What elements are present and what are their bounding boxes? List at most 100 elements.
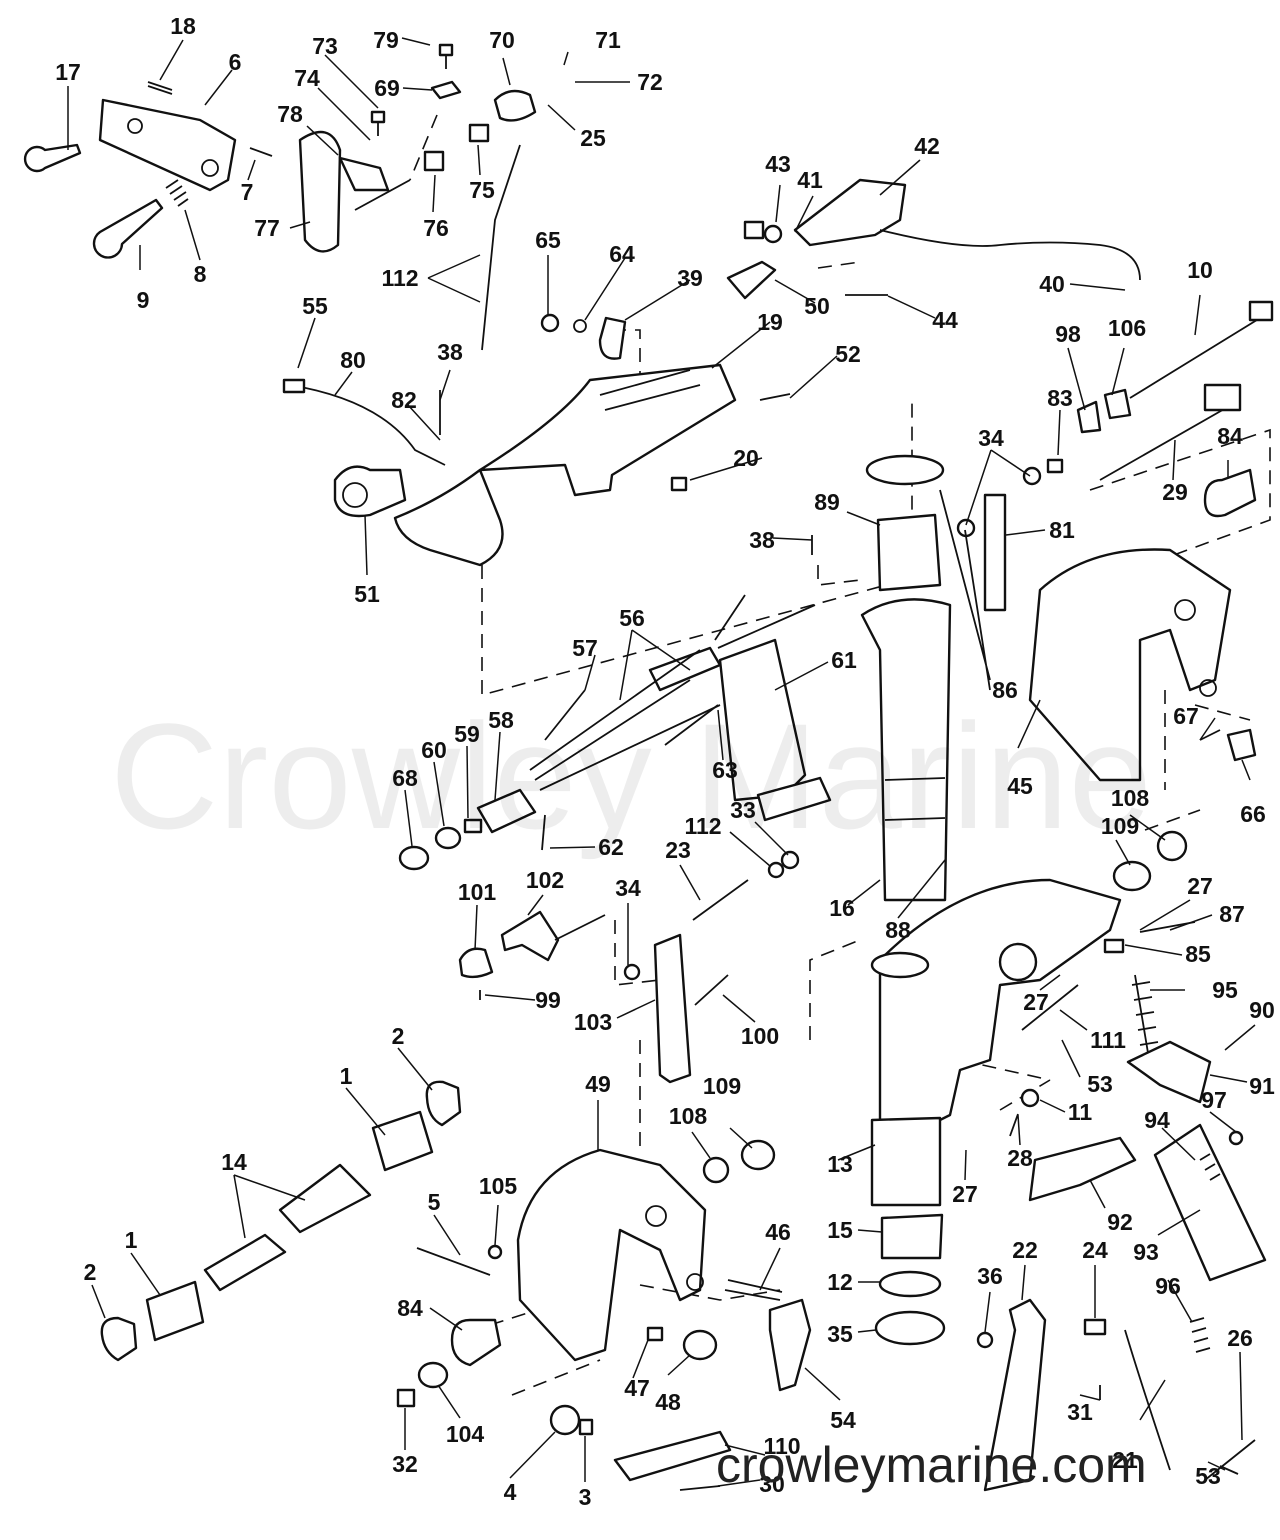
part-label-75: 75 (469, 177, 495, 203)
part-label-9: 9 (137, 287, 150, 313)
part-label-33: 33 (730, 797, 756, 823)
part-label-22: 22 (1012, 1237, 1038, 1263)
part-label-14: 14 (221, 1149, 247, 1175)
part-label-27: 27 (952, 1181, 978, 1207)
part-label-43: 43 (765, 151, 791, 177)
part-label-69: 69 (374, 75, 400, 101)
part-label-41: 41 (797, 167, 823, 193)
part-label-45: 45 (1007, 773, 1033, 799)
part-label-24: 24 (1082, 1237, 1108, 1263)
part-label-56: 56 (619, 605, 645, 631)
part-label-103: 103 (574, 1009, 612, 1035)
part-label-21: 21 (1112, 1447, 1138, 1473)
part-label-57: 57 (572, 635, 598, 661)
part-label-2: 2 (84, 1259, 97, 1285)
part-label-31: 31 (1067, 1399, 1093, 1425)
part-label-3: 3 (579, 1484, 592, 1510)
part-label-29: 29 (1162, 479, 1188, 505)
part-label-42: 42 (914, 133, 940, 159)
part-label-52: 52 (835, 341, 861, 367)
part-label-1: 1 (340, 1063, 353, 1089)
part-label-98: 98 (1055, 321, 1081, 347)
part-label-88: 88 (885, 917, 911, 943)
part-label-23: 23 (665, 837, 691, 863)
part-label-81: 81 (1049, 517, 1075, 543)
part-label-49: 49 (585, 1071, 611, 1097)
part-label-78: 78 (277, 101, 303, 127)
part-label-109: 109 (703, 1073, 741, 1099)
part-label-97: 97 (1201, 1087, 1227, 1113)
part-label-83: 83 (1047, 385, 1073, 411)
part-label-44: 44 (932, 307, 958, 333)
part-number-labels: 1 1 2 2 3 4 5 6 7 8 9 10 11 12 13 14 15 … (55, 13, 1275, 1510)
part-label-53: 53 (1195, 1463, 1221, 1489)
part-label-105: 105 (479, 1173, 518, 1199)
part-label-87: 87 (1219, 901, 1245, 927)
part-label-38: 38 (749, 527, 775, 553)
part-label-17: 17 (55, 59, 81, 85)
part-label-68: 68 (392, 765, 418, 791)
leader-lines (67, 37, 1256, 1487)
part-label-65: 65 (535, 227, 561, 253)
part-label-93: 93 (1133, 1239, 1159, 1265)
part-label-96: 96 (1155, 1273, 1181, 1299)
part-label-35: 35 (827, 1321, 853, 1347)
part-label-2: 2 (392, 1023, 405, 1049)
part-label-10: 10 (1187, 257, 1213, 283)
part-label-100: 100 (741, 1023, 779, 1049)
part-label-84: 84 (1217, 423, 1243, 449)
part-label-20: 20 (733, 445, 759, 471)
part-label-1: 1 (125, 1227, 138, 1253)
part-label-59: 59 (454, 721, 480, 747)
part-label-26: 26 (1227, 1325, 1253, 1351)
part-label-8: 8 (194, 261, 207, 287)
part-label-104: 104 (446, 1421, 485, 1447)
part-label-99: 99 (535, 987, 561, 1013)
part-label-50: 50 (804, 293, 830, 319)
part-label-108: 108 (1111, 785, 1150, 811)
part-label-111: 111 (1090, 1027, 1126, 1053)
part-label-18: 18 (170, 13, 196, 39)
part-label-53: 53 (1087, 1071, 1113, 1097)
part-label-73: 73 (312, 33, 338, 59)
part-label-12: 12 (827, 1269, 853, 1295)
part-label-39: 39 (677, 265, 703, 291)
part-label-32: 32 (392, 1451, 418, 1477)
part-label-70: 70 (489, 27, 515, 53)
part-label-51: 51 (354, 581, 380, 607)
part-label-11: 11 (1068, 1099, 1093, 1125)
part-label-48: 48 (655, 1389, 681, 1415)
part-label-74: 74 (294, 65, 320, 91)
part-label-55: 55 (302, 293, 328, 319)
part-label-36: 36 (977, 1263, 1003, 1289)
part-label-91: 91 (1249, 1073, 1275, 1099)
part-label-54: 54 (830, 1407, 856, 1433)
part-label-46: 46 (765, 1219, 791, 1245)
part-label-106: 106 (1108, 315, 1146, 341)
part-label-6: 6 (229, 49, 242, 75)
part-label-72: 72 (637, 69, 663, 95)
part-label-13: 13 (827, 1151, 853, 1177)
part-label-34: 34 (615, 875, 641, 901)
part-label-66: 66 (1240, 801, 1266, 827)
part-label-112: 112 (684, 813, 721, 839)
part-label-61: 61 (831, 647, 857, 673)
part-label-64: 64 (609, 241, 635, 267)
part-label-77: 77 (254, 215, 280, 241)
part-label-85: 85 (1185, 941, 1211, 967)
part-label-79: 79 (373, 27, 399, 53)
part-label-5: 5 (428, 1189, 441, 1215)
part-label-34: 34 (978, 425, 1004, 451)
part-label-40: 40 (1039, 271, 1065, 297)
part-label-95: 95 (1212, 977, 1238, 1003)
part-label-47: 47 (624, 1375, 650, 1401)
part-label-108: 108 (669, 1103, 708, 1129)
part-label-84: 84 (397, 1295, 423, 1321)
part-label-30: 30 (759, 1471, 785, 1497)
part-label-25: 25 (580, 125, 606, 151)
part-label-19: 19 (757, 309, 783, 335)
part-label-86: 86 (992, 677, 1018, 703)
part-label-112: 112 (381, 265, 418, 291)
part-label-60: 60 (421, 737, 447, 763)
